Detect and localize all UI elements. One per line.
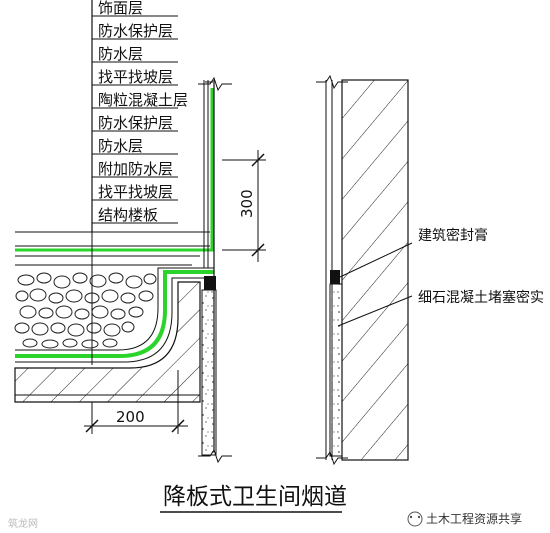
ceramsite-fill <box>14 268 165 352</box>
floor-layers <box>14 88 214 403</box>
layer-label-leveling: 找平找坡层 <box>98 68 173 86</box>
layer-label-leveling-2: 找平找坡层 <box>98 183 173 201</box>
flue-wall <box>341 79 409 461</box>
layer-label-waterproof-2: 防水层 <box>98 137 143 155</box>
waterproof-membrane <box>15 88 214 252</box>
flue-duct <box>198 74 409 466</box>
callout-fill: 细石混凝土堵塞密实 <box>337 289 544 327</box>
dimension-300: 300 <box>222 150 266 262</box>
wechat-icon <box>407 511 423 527</box>
watermark-left-text: 筑龙网 <box>8 517 38 530</box>
watermark-right: 土木工程资源共享 <box>407 511 522 527</box>
layer-label-waterproof: 防水层 <box>98 45 143 63</box>
dimension-300-label: 300 <box>238 189 256 218</box>
fine-concrete-fill-left <box>201 289 217 456</box>
layer-labels: 饰面层 防水保护层 防水层 找平找坡层 陶粒混凝土层 防水保护层 防水层 附加防… <box>91 0 188 232</box>
structural-slab <box>14 281 201 403</box>
callout-sealant: 建筑密封膏 <box>339 227 488 278</box>
sealant-left <box>204 276 216 290</box>
layer-label-structural-slab: 结构楼板 <box>98 206 158 224</box>
layer-label-ceramsite-concrete: 陶粒混凝土层 <box>98 91 188 109</box>
sealant-right <box>330 270 340 284</box>
watermark-left: 筑龙网 <box>8 517 38 530</box>
fine-concrete-fill-right <box>329 283 343 457</box>
layer-label-additional-waterproof: 附加防水层 <box>98 160 173 178</box>
layer-label-waterproof-protection: 防水保护层 <box>98 22 173 40</box>
callout-fill-text: 细石混凝土堵塞密实 <box>418 289 544 306</box>
drawing-title: 降板式卫生间烟道 <box>160 484 347 513</box>
dimension-200-label: 200 <box>116 408 145 426</box>
dimension-200: 200 <box>84 370 188 434</box>
layer-label-finish: 饰面层 <box>98 0 143 17</box>
waterproof-membrane-lower <box>15 270 214 358</box>
layer-label-waterproof-protection-2: 防水保护层 <box>98 114 173 132</box>
title-text: 降板式卫生间烟道 <box>163 484 347 510</box>
callout-sealant-text: 建筑密封膏 <box>418 227 488 244</box>
watermark-right-text: 土木工程资源共享 <box>426 511 522 526</box>
